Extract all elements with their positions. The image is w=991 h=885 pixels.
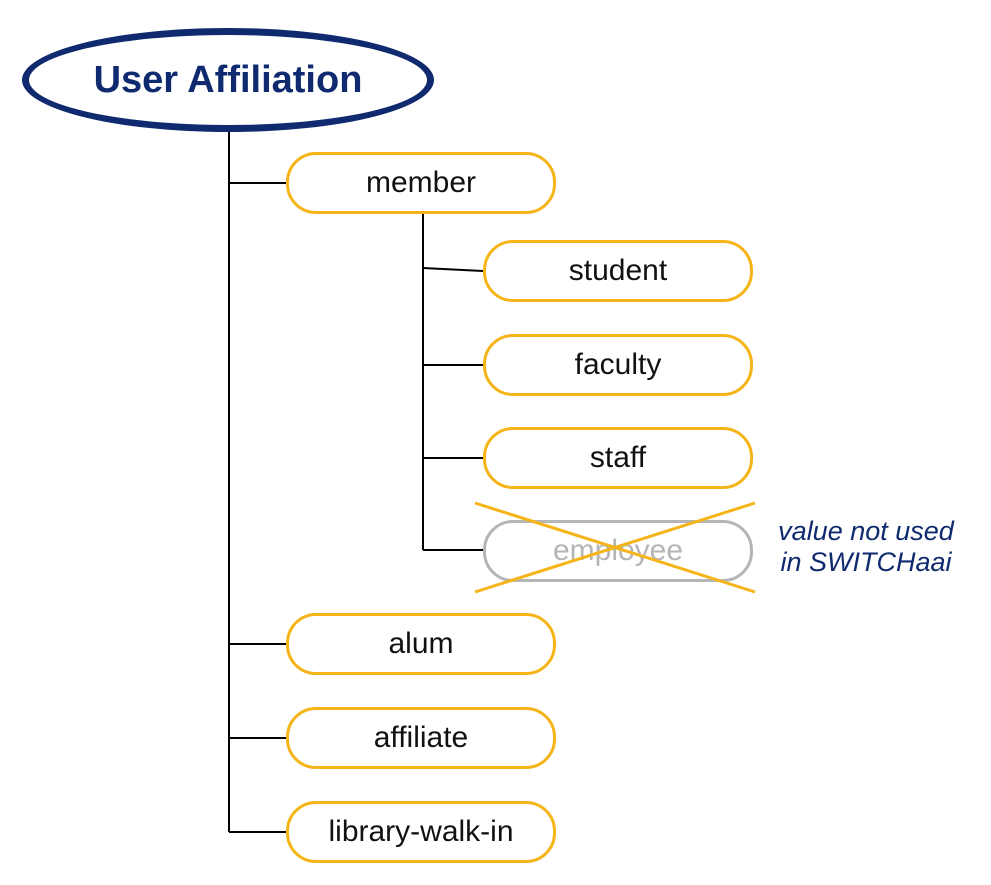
unused-value-note: value not used in SWITCHaai bbox=[756, 516, 976, 578]
node-library-walk-in-label: library-walk-in bbox=[328, 815, 514, 848]
node-faculty: faculty bbox=[483, 334, 753, 396]
node-faculty-label: faculty bbox=[574, 348, 662, 381]
root-label: User Affiliation bbox=[93, 58, 363, 101]
node-student-label: student bbox=[568, 254, 668, 287]
node-staff-label: staff bbox=[589, 441, 647, 474]
note-line-2: in SWITCHaai bbox=[780, 547, 952, 577]
node-employee-label: employee bbox=[552, 534, 684, 567]
node-employee: employee bbox=[483, 520, 753, 582]
node-student: student bbox=[483, 240, 753, 302]
node-member-label: member bbox=[365, 166, 477, 199]
connector-student bbox=[422, 267, 484, 272]
node-alum: alum bbox=[286, 613, 556, 675]
node-affiliate: affiliate bbox=[286, 707, 556, 769]
node-library-walk-in: library-walk-in bbox=[286, 801, 556, 863]
node-member: member bbox=[286, 152, 556, 214]
node-affiliate-label: affiliate bbox=[373, 721, 469, 754]
root-node-user-affiliation: User Affiliation bbox=[22, 28, 434, 132]
node-alum-label: alum bbox=[388, 627, 454, 660]
note-line-1: value not used bbox=[778, 516, 954, 546]
node-staff: staff bbox=[483, 427, 753, 489]
